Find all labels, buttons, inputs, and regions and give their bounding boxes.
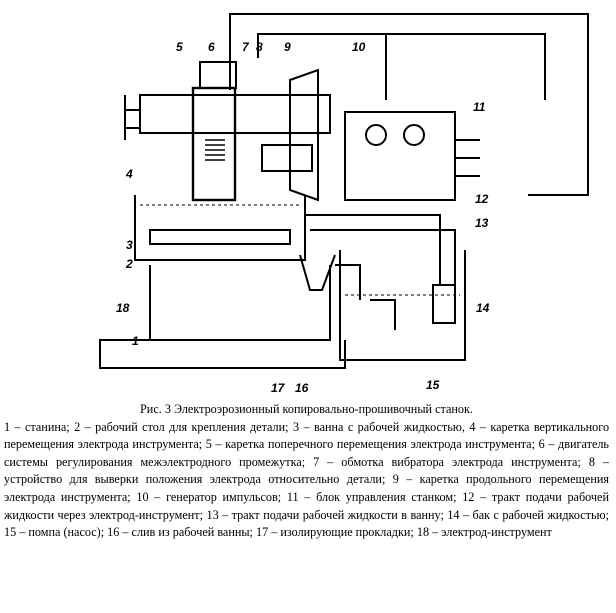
carriage-vertical bbox=[191, 86, 237, 202]
label-8: 8 bbox=[256, 40, 263, 54]
legend-item: 1 – станина; bbox=[4, 419, 70, 434]
machine-diagram-svg: 1 2 3 4 5 6 7 8 9 10 11 12 13 14 15 16 1… bbox=[99, 13, 589, 395]
label-7: 7 bbox=[242, 40, 250, 54]
label-14: 14 bbox=[476, 301, 490, 315]
gauge-left bbox=[365, 124, 387, 146]
label-1: 1 bbox=[132, 334, 139, 348]
fluid-tank bbox=[339, 250, 466, 361]
figure-caption: Рис. 3 Электроэрозионный копировально-пр… bbox=[4, 401, 609, 542]
generator-box bbox=[261, 144, 313, 172]
machine-diagram: 1 2 3 4 5 6 7 8 9 10 11 12 13 14 15 16 1… bbox=[99, 13, 589, 395]
legend-item: 6 – двигатель системы регулирования межэ… bbox=[4, 437, 609, 469]
control-terminals bbox=[455, 139, 480, 177]
machine-base bbox=[99, 265, 346, 369]
label-2: 2 bbox=[125, 257, 133, 271]
label-18: 18 bbox=[116, 301, 130, 315]
legend-item: 9 – каретка продольного перемещения элек… bbox=[4, 472, 609, 504]
label-4: 4 bbox=[125, 167, 133, 181]
supply-pipe-bath bbox=[310, 229, 456, 285]
label-10: 10 bbox=[352, 40, 366, 54]
supply-pipe-electrode bbox=[305, 214, 441, 285]
longitudinal-carriage bbox=[289, 68, 319, 202]
control-unit bbox=[344, 111, 456, 201]
legend-item: 2 – рабочий стол для крепления детали; bbox=[74, 419, 289, 434]
legend-item: 17 – изолирующие прокладки; bbox=[256, 525, 414, 540]
caption-legend: 1 – станина; 2 – рабочий стол для крепле… bbox=[4, 419, 609, 542]
legend-item: 16 – слив из рабочей ванны; bbox=[107, 525, 253, 540]
label-11: 11 bbox=[473, 100, 486, 114]
label-3: 3 bbox=[126, 238, 133, 252]
legend-item: 10 – генератор импульсов; bbox=[136, 489, 282, 504]
drain-funnel bbox=[299, 254, 336, 291]
label-6: 6 bbox=[208, 40, 215, 54]
label-13: 13 bbox=[475, 216, 489, 230]
legend-item: 8 – устройство для выверки положения эле… bbox=[4, 454, 609, 487]
label-15: 15 bbox=[426, 378, 440, 392]
vibrator-coil bbox=[205, 139, 225, 161]
legend-item: 18 – электрод-инструмент bbox=[416, 525, 552, 540]
caption-title: Рис. 3 Электроэрозионный копировально-пр… bbox=[140, 402, 473, 416]
work-bath bbox=[134, 195, 306, 261]
legend-item: 4 – каретка вертикального перемещения эл… bbox=[4, 419, 610, 452]
label-9: 9 bbox=[284, 40, 291, 54]
pump bbox=[432, 284, 456, 324]
gauge-right bbox=[403, 124, 425, 146]
label-16: 16 bbox=[295, 381, 309, 395]
rail-end bbox=[124, 95, 140, 140]
legend-item: 13 – тракт подачи рабочей жидкости в ван… bbox=[206, 507, 444, 522]
legend-item: 11 – блок управления станком; bbox=[286, 489, 457, 504]
legend-item: 12 – тракт подачи рабочей жидкости через… bbox=[4, 489, 609, 522]
top-frame-wire bbox=[229, 13, 589, 196]
figure-labels: 1 2 3 4 5 6 7 8 9 10 11 12 13 14 15 16 1… bbox=[116, 40, 490, 395]
legend-item: 5 – каретка поперечного перемещения элек… bbox=[205, 437, 535, 452]
label-5: 5 bbox=[176, 40, 183, 54]
work-table bbox=[149, 229, 291, 245]
drain-pipe bbox=[335, 264, 361, 300]
legend-item: 15 – помпа (насос); bbox=[4, 525, 105, 540]
return-pipe bbox=[370, 299, 396, 330]
legend-item: 7 – обмотка вибратора электрода инструме… bbox=[313, 454, 581, 469]
upper-wire bbox=[257, 33, 546, 100]
label-17: 17 bbox=[271, 381, 286, 395]
label-12: 12 bbox=[475, 192, 489, 206]
legend-item: 3 – ванна с рабочей жидкостью, bbox=[292, 419, 465, 434]
legend-item: 14 – бак с рабочей жидкостью; bbox=[447, 507, 610, 522]
